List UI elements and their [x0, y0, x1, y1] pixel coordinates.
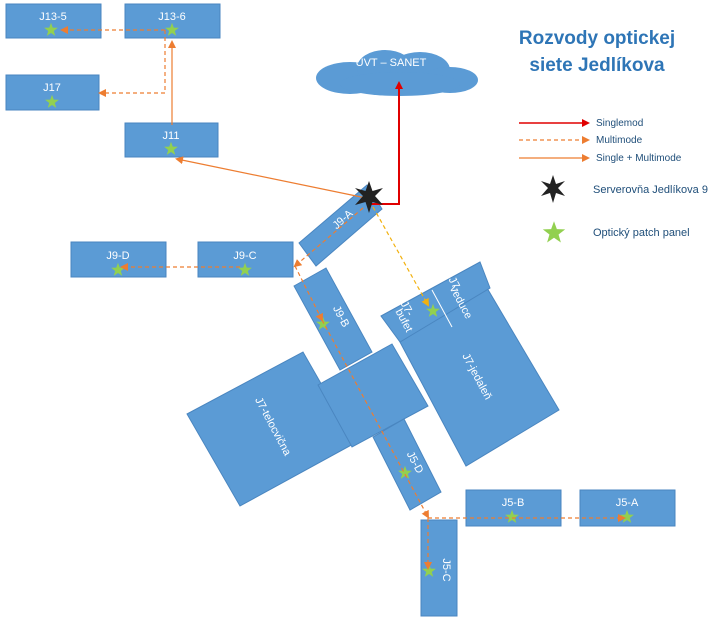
diagram-title-line1: Rozvody optickej	[519, 28, 675, 49]
legend-server-star-icon	[541, 175, 565, 203]
building-label: J9-D	[106, 250, 129, 262]
legend-patch-panel-star-icon	[542, 221, 566, 243]
building-label: J5-B	[502, 497, 525, 509]
building-j9-d: J9-D	[70, 241, 167, 278]
building-label: J5-A	[616, 497, 639, 509]
building-j13-6: J13-6	[124, 3, 221, 39]
diagram-title-line2: siete Jedlíkova	[529, 55, 665, 76]
building-j13-5: J13-5	[5, 3, 102, 39]
legend-multimode: Multimode	[596, 135, 643, 146]
link-j9-c-j9-b	[294, 265, 323, 322]
building-connector	[317, 343, 429, 448]
building-j5-c: J5-C	[420, 519, 458, 617]
link-server-j11	[175, 156, 367, 199]
building-j17: J17	[5, 74, 100, 111]
link-server-j7-bufet	[372, 206, 429, 307]
link-server-j9-c	[293, 207, 364, 268]
building-j7-bufet-veduce: J7- bufet J7- veduce	[380, 261, 491, 343]
building-label: J11	[163, 130, 180, 142]
legend: Singlemod Multimode Single + Multimode S…	[519, 118, 708, 243]
building-j5-b: J5-B	[465, 489, 562, 527]
link-singlemod-server-cloud	[370, 81, 403, 205]
legend-patch-panel: Optický patch panel	[593, 227, 690, 239]
building-j7-telocvicna: J7-telocvična	[186, 351, 356, 507]
cloud-label: UVT – SANET	[356, 57, 427, 69]
building-j5-d: J5-D	[372, 418, 442, 511]
building-label: J5-C	[440, 558, 452, 581]
building-label: J13-6	[158, 11, 186, 23]
legend-serverovna: Serverovňa Jedlíkova 9	[593, 184, 708, 196]
building-j9-b: J9-B	[293, 267, 373, 371]
building-j9-c: J9-C	[197, 241, 294, 278]
legend-single-multimode: Single + Multimode	[596, 153, 682, 164]
building-j5-a: J5-A	[579, 489, 676, 527]
link-j13-6-j17	[98, 30, 166, 97]
legend-singlemod: Singlemod	[596, 118, 643, 129]
building-label: J17	[43, 82, 61, 94]
building-j11: J11	[124, 122, 219, 158]
server-room-star-icon	[355, 181, 383, 213]
building-label: J13-5	[39, 11, 67, 23]
link-j9-b-j5-d	[321, 319, 429, 519]
cloud-uvt-sanet: UVT – SANET	[316, 50, 478, 96]
building-label: J9-C	[233, 250, 256, 262]
